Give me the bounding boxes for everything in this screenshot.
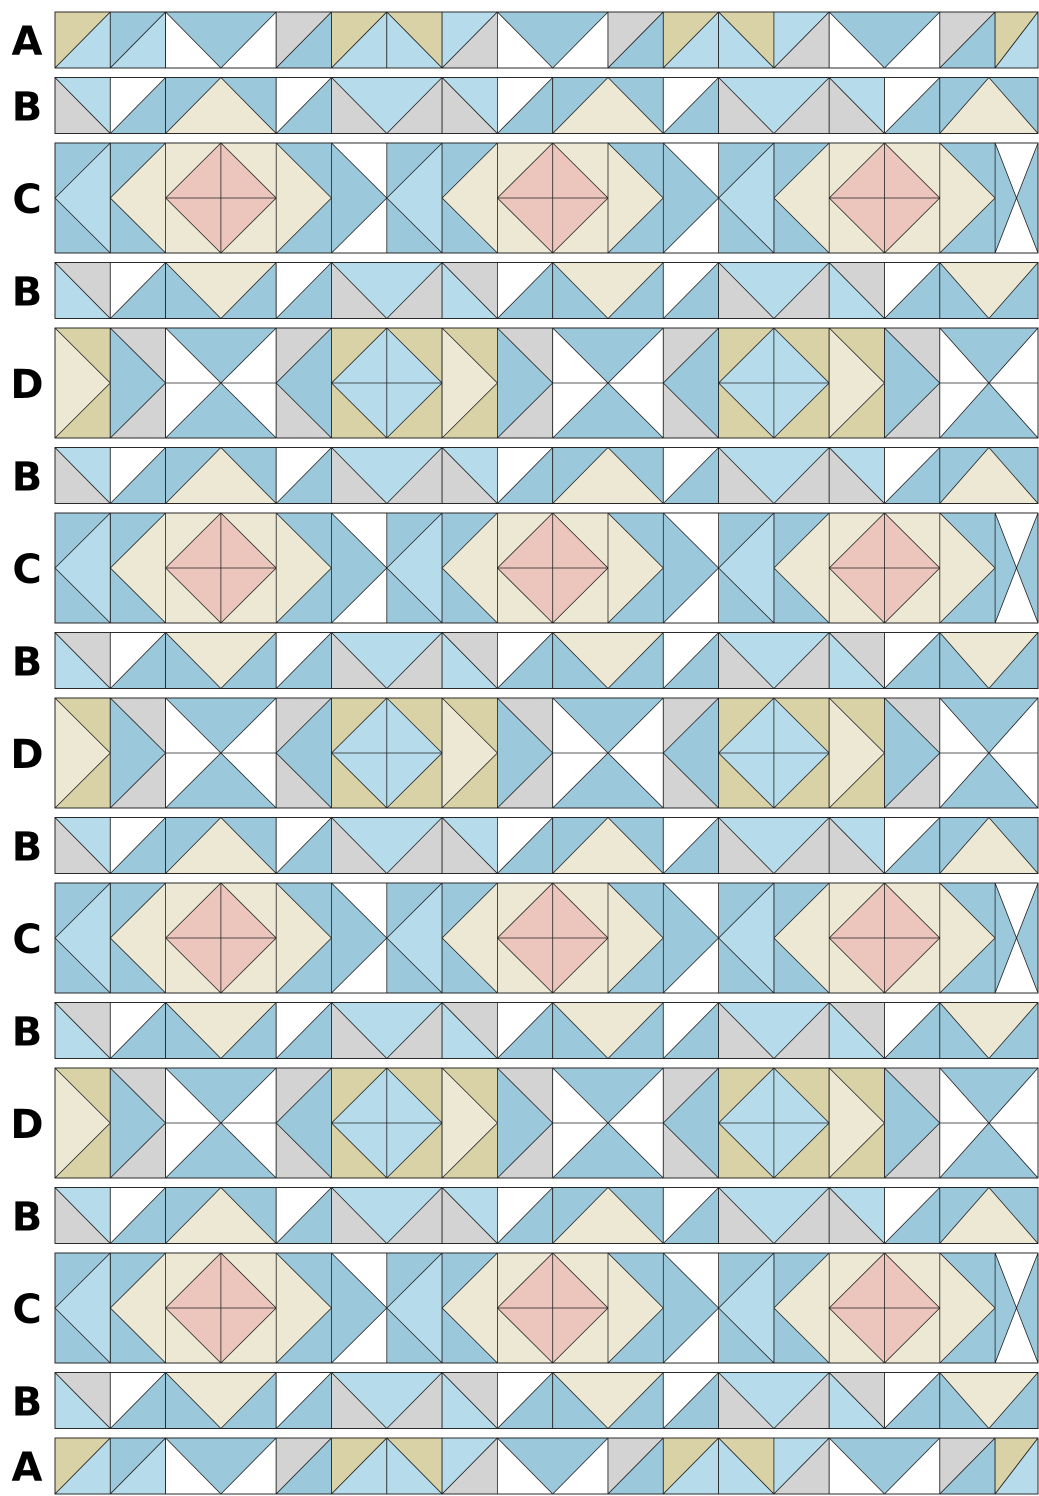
quilt-row-D <box>55 328 1038 438</box>
row-label: B <box>12 85 43 131</box>
row-label: B <box>12 1195 43 1241</box>
quilt-row-B <box>55 1003 1038 1059</box>
row-label: B <box>12 640 43 686</box>
row-label: B <box>12 825 43 871</box>
quilt-row-C <box>55 513 1038 623</box>
row-label: D <box>10 1102 43 1148</box>
row-label: B <box>12 1010 43 1056</box>
row-label: C <box>12 177 41 223</box>
row-label: D <box>10 362 43 408</box>
quilt-row-D <box>55 1068 1038 1178</box>
quilt-row-A <box>55 1438 1038 1494</box>
row-label: C <box>12 917 41 963</box>
quilt-row-B <box>55 263 1038 319</box>
row-label: B <box>12 1380 43 1426</box>
quilt-row-B <box>55 448 1038 504</box>
quilt-row-C <box>55 1253 1038 1363</box>
quilt-row-B <box>55 818 1038 874</box>
row-label: B <box>12 270 43 316</box>
quilt-row-B <box>55 78 1038 134</box>
quilt-row-D <box>55 698 1038 808</box>
quilt-row-C <box>55 883 1038 993</box>
quilt-row-B <box>55 1373 1038 1429</box>
row-label: A <box>12 1445 43 1491</box>
quilt-row-B <box>55 633 1038 689</box>
row-label: A <box>12 19 43 65</box>
quilt-row-C <box>55 143 1038 253</box>
row-label: D <box>10 732 43 778</box>
quilt-row-A <box>55 12 1038 68</box>
row-label: B <box>12 455 43 501</box>
quilt-row-B <box>55 1188 1038 1244</box>
row-label: C <box>12 1287 41 1333</box>
row-label: C <box>12 547 41 593</box>
